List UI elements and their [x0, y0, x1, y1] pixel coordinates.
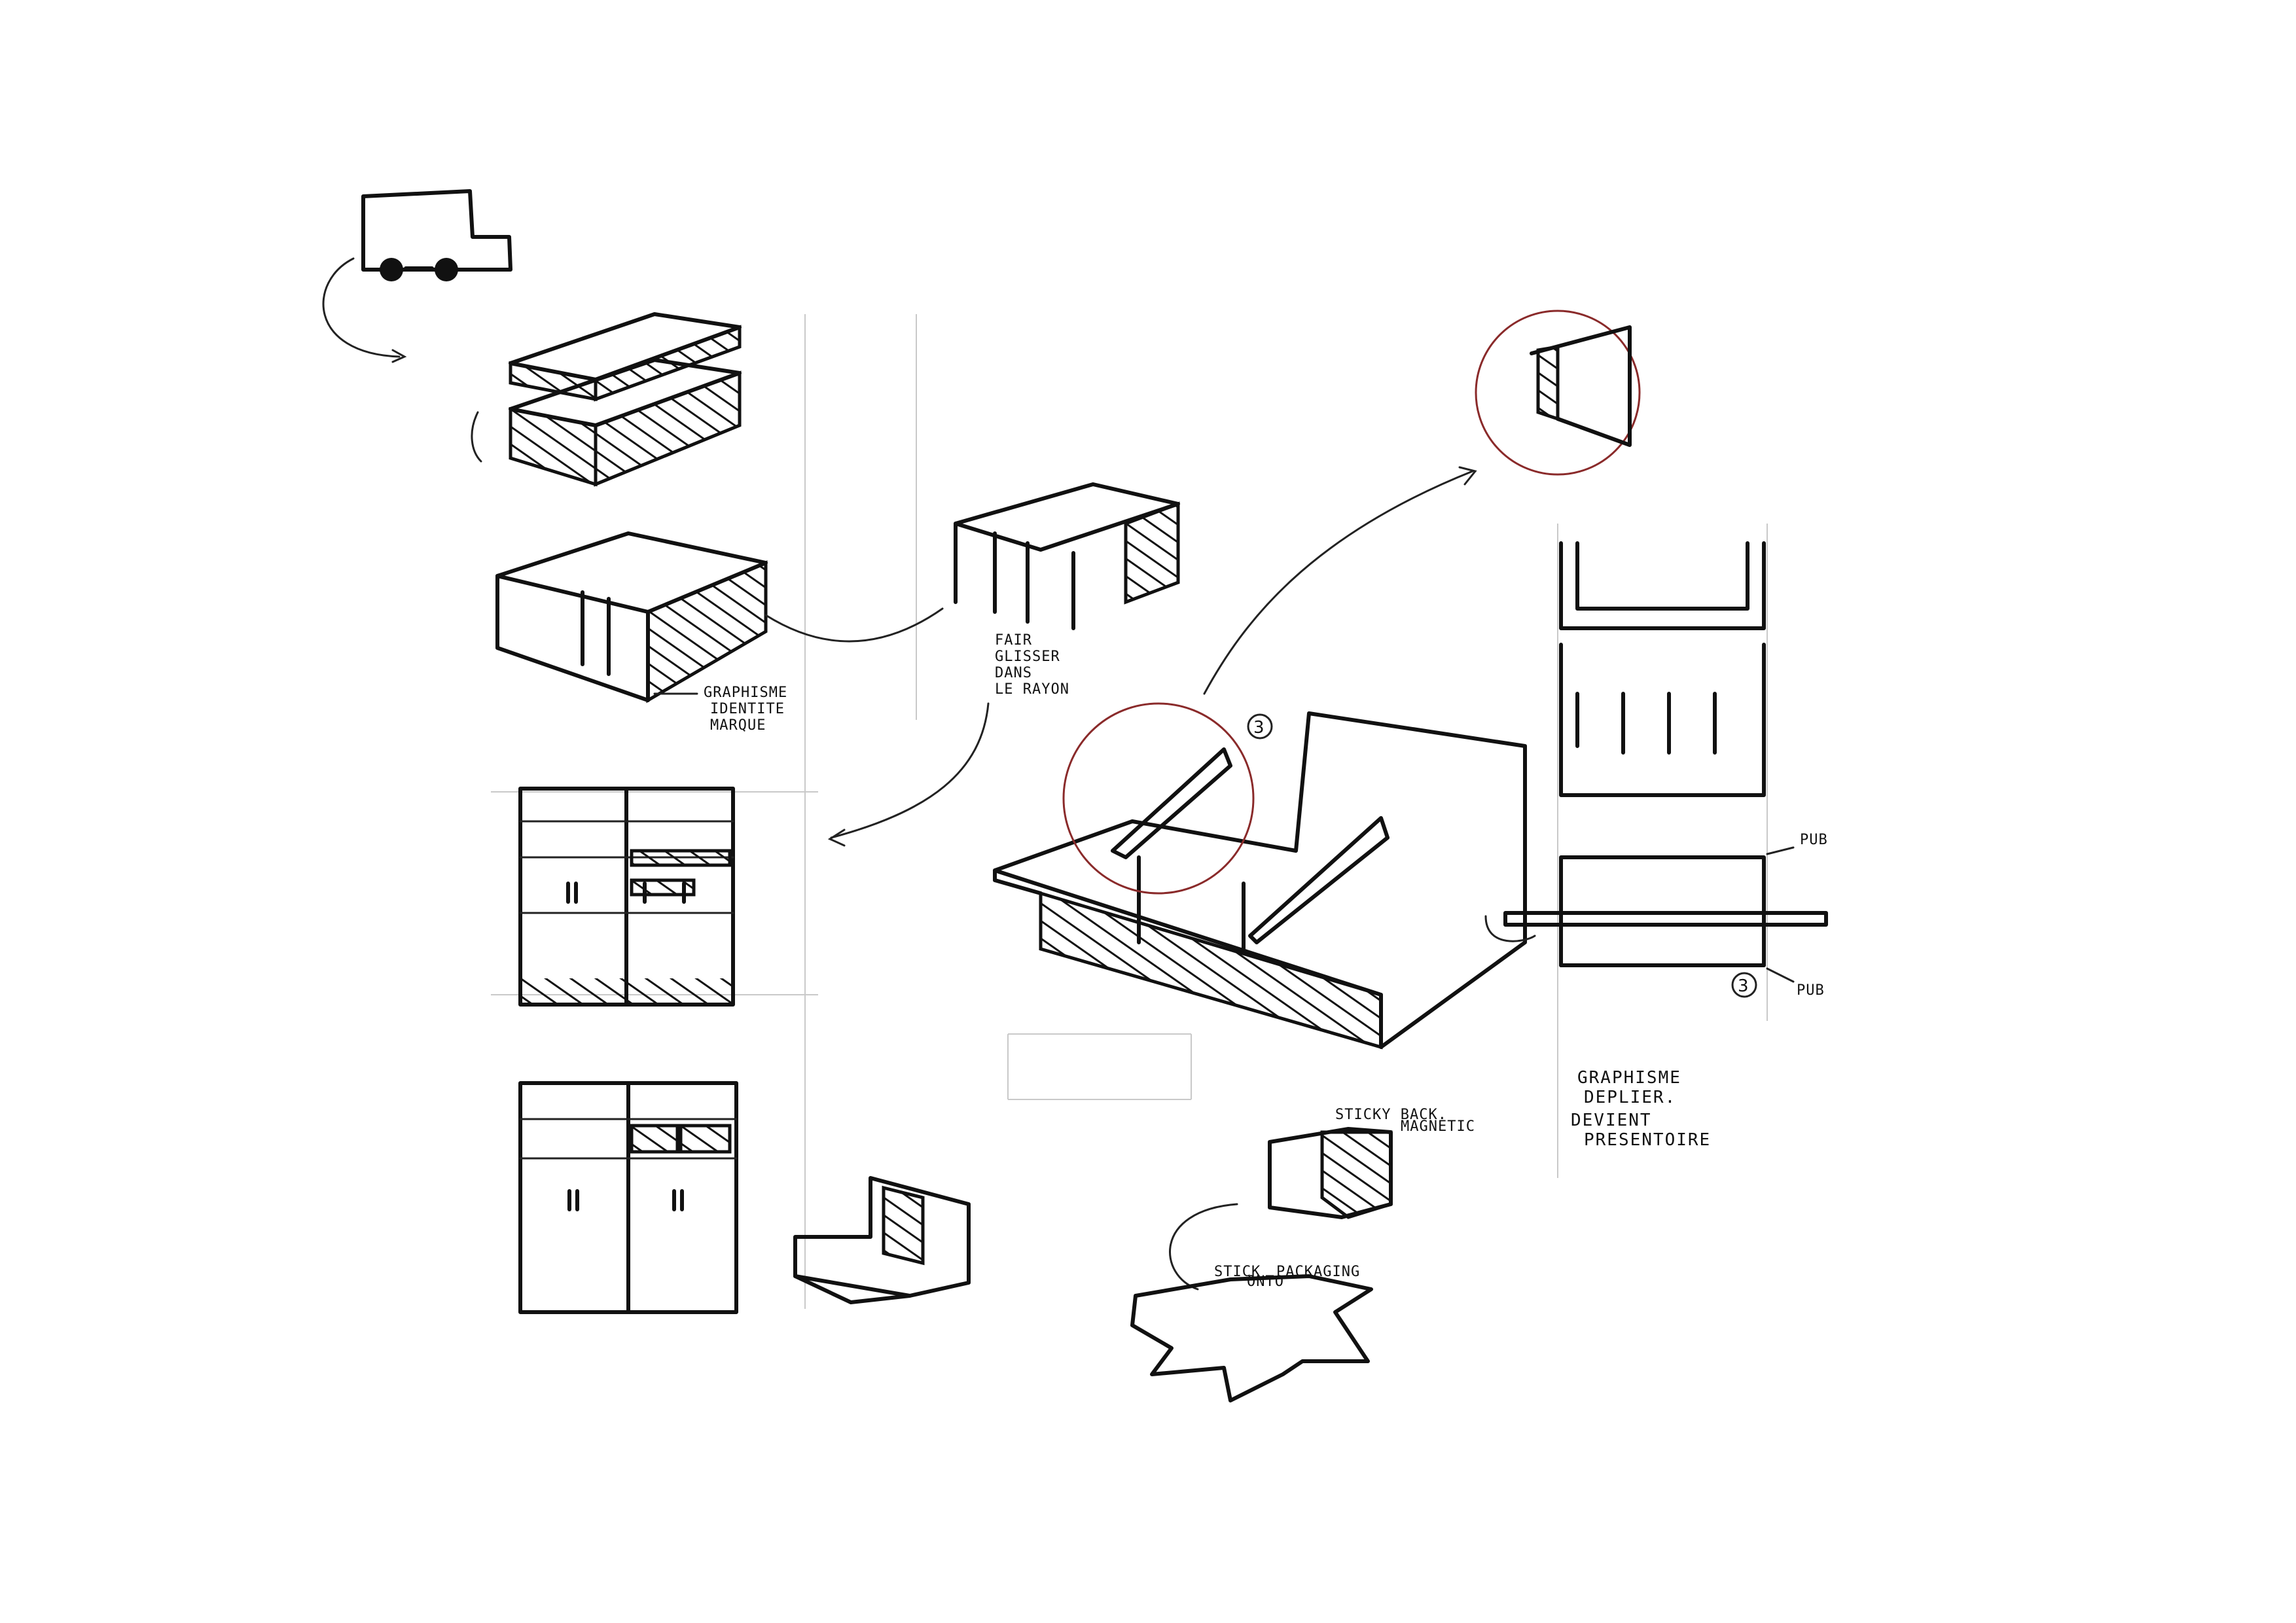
- note-marque: MARQUE: [710, 717, 766, 734]
- folded-seat-sketch: [793, 1176, 971, 1304]
- svg-text:DEPLIER.: DEPLIER.: [1584, 1088, 1676, 1107]
- note-le-rayon: LE RAYON: [995, 681, 1069, 698]
- svg-text:GRAPHISME: GRAPHISME: [1577, 1068, 1681, 1088]
- number-3-side: 3: [1738, 976, 1749, 996]
- note-magnetic: MAGNETIC: [1401, 1118, 1475, 1135]
- cabinet-elevation-2: [518, 1081, 738, 1314]
- note-pub-bottom: PUB: [1797, 982, 1825, 999]
- shelf-box-sketch: GRAPHISME IDENTITE MARQUE: [495, 531, 787, 734]
- stacked-trays-sketch: [471, 312, 742, 487]
- svg-text:DEVIENT: DEVIENT: [1571, 1111, 1652, 1130]
- note-graphisme-deplier: GRAPHISME DEPLIER. DEVIENT PRESENTOIRE: [1571, 1068, 1711, 1150]
- note-dans: DANS: [995, 665, 1032, 681]
- note-sticky-back: STICKY BACK.: [1335, 1107, 1447, 1123]
- cube-and-net-sketch: STICKY BACK. MAGNETIC STICK ONTO PACKAGI…: [1130, 1107, 1475, 1402]
- main-display-unit-sketch: 3: [993, 466, 1536, 1050]
- cabinet-elevation-1: [518, 787, 735, 1007]
- construction-lines: [491, 314, 1768, 1309]
- number-3-main: 3: [1253, 718, 1265, 738]
- detail-circle-corner: [1475, 310, 1641, 476]
- rack-insert-sketch: FAIR GLISSER DANS LE RAYON: [764, 482, 1180, 698]
- svg-text:PRESENTOIRE: PRESENTOIRE: [1584, 1130, 1711, 1150]
- note-onto: ONTO: [1247, 1274, 1284, 1290]
- note-glisser: GLISSER: [995, 649, 1060, 665]
- note-packaging: PACKAGING: [1276, 1264, 1360, 1280]
- arrow-rack-to-cabinet: [830, 702, 990, 839]
- note-fair: FAIR: [995, 632, 1032, 649]
- detail-circle-main: [1062, 702, 1255, 895]
- note-pub-top: PUB: [1800, 832, 1828, 848]
- note-graphisme-1: GRAPHISME: [704, 685, 787, 701]
- side-elevations: PUB PUB 3: [1503, 541, 1828, 999]
- truck-logo-sketch: [322, 189, 512, 363]
- note-identite: IDENTITE: [710, 701, 785, 717]
- note-stick: STICK: [1214, 1264, 1261, 1280]
